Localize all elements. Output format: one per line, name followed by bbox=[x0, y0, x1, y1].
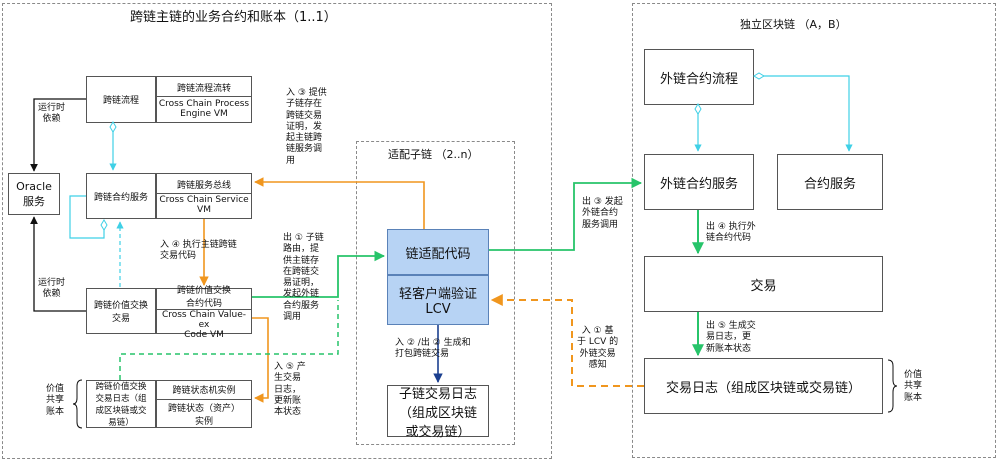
value-code-sub: Cross Chain Value-ex Code VM bbox=[161, 309, 247, 340]
ledger-brace-right bbox=[887, 359, 898, 413]
cross-chain-flow-engine-box: 跨链流程流转 Cross Chain Process Engine VM bbox=[156, 76, 252, 123]
contract-self-loop bbox=[69, 195, 105, 239]
external-flow-box: 外链合约流程 bbox=[644, 49, 754, 105]
cross-chain-flow-box: 跨链流程 bbox=[86, 76, 156, 123]
value-code-title: 跨链价值交换 合约代码 bbox=[157, 283, 251, 310]
lcv-box: 轻客户端验证 LCV bbox=[387, 275, 489, 325]
transaction-label: 交易 bbox=[750, 278, 777, 294]
adapter-title: 适配子链 （2..n） bbox=[388, 148, 479, 161]
out3-arrow bbox=[489, 177, 643, 251]
value-exchange-code-box: 跨链价值交换 合约代码 Cross Chain Value-ex Code VM bbox=[156, 286, 252, 340]
out5-label: 出 ⑤ 生成交 易日志，更 新账本状态 bbox=[706, 321, 756, 354]
service-bus-title: 跨链服务总线 bbox=[157, 176, 251, 194]
state-machine-sub: 跨链状态（资产） 实例 bbox=[167, 404, 240, 427]
ledger-dashed-link bbox=[119, 300, 339, 380]
cross-chain-contract-label: 跨链合约服务 bbox=[93, 192, 148, 203]
in5-label: 入 ⑤ 产 生交易 日志， 更新账 本状态 bbox=[274, 362, 306, 417]
main-chain-title: 跨链主链的业务合约和账本（1..1） bbox=[130, 10, 337, 25]
main-chain-region bbox=[2, 3, 552, 459]
runtime-dep-bottom-label: 运行时 依赖 bbox=[38, 278, 66, 300]
subchain-log-label: 子链交易日志 （组成区块链 或交易链） bbox=[398, 386, 477, 440]
cross-chain-flow-label: 跨链流程 bbox=[102, 96, 139, 106]
value-exchange-log-box: 跨链价值交换 交易日志（组 成区块链或交 易链） bbox=[86, 380, 156, 428]
external-service-label: 外链合约服务 bbox=[659, 176, 738, 192]
external-service-box: 外链合约服务 bbox=[644, 154, 754, 210]
value-ledger-right-label: 价值 共享 账本 bbox=[904, 370, 923, 403]
in3-label: 入 ③ 提供 子链存在 跨链交易 证明，发 起主链跨 链服务调 用 bbox=[286, 88, 327, 166]
runtime-dep-top-arrow bbox=[30, 98, 86, 172]
out4-label: 出 ④ 执行外 链合约代码 bbox=[706, 222, 756, 244]
state-machine-title: 跨链状态机实例 bbox=[157, 380, 251, 400]
state-machine-box: 跨链状态机实例 跨链状态（资产） 实例 bbox=[156, 380, 252, 428]
external-flow-label: 外链合约流程 bbox=[659, 71, 738, 87]
in2out2-label: 入 ② /出 ② 生成和 打包跨链交易 bbox=[395, 338, 471, 360]
ext-flow-to-contract-link bbox=[754, 75, 853, 152]
in5-arrow bbox=[252, 317, 269, 403]
value-ledger-label: 价值 共享 账本 bbox=[46, 384, 65, 417]
flow-engine-title: 跨链流程流转 bbox=[157, 79, 251, 97]
chain-adapter-code-label: 链适配代码 bbox=[405, 246, 471, 262]
oracle-service-box: Oracle 服务 bbox=[8, 173, 60, 215]
ledger-brace-left bbox=[72, 379, 83, 429]
transaction-box: 交易 bbox=[644, 256, 883, 312]
chain-adapter-code-box: 链适配代码 bbox=[387, 229, 489, 275]
oracle-label: Oracle 服务 bbox=[16, 179, 52, 208]
in4-label: 入 ④ 执行主链跨链 交易代码 bbox=[160, 240, 237, 262]
lcv-label: 轻客户端验证 LCV bbox=[398, 287, 477, 317]
independent-title: 独立区块链 （A，B） bbox=[740, 18, 847, 31]
runtime-dep-top-label: 运行时 依赖 bbox=[38, 103, 66, 125]
value-exchange-log-label: 跨链价值交换 交易日志（组 成区块链或交 易链） bbox=[95, 382, 147, 428]
tx-log-box: 交易日志（组成区块链或交易链） bbox=[644, 358, 883, 414]
tx-log-label: 交易日志（组成区块链或交易链） bbox=[665, 380, 861, 396]
subchain-log-box: 子链交易日志 （组成区块链 或交易链） bbox=[387, 385, 489, 440]
flow-engine-sub: Cross Chain Process Engine VM bbox=[158, 98, 250, 119]
value-exchange-tx-box: 跨链价值交换 交易 bbox=[86, 288, 156, 334]
adapter-region bbox=[356, 141, 515, 445]
out1-arrow bbox=[252, 250, 386, 298]
in1-label: 入 ① 基 于 LCV 的 外链交易 感知 bbox=[577, 326, 619, 370]
cross-chain-service-bus-box: 跨链服务总线 Cross Chain Service VM bbox=[156, 173, 252, 219]
cross-chain-contract-box: 跨链合约服务 bbox=[86, 173, 156, 219]
contract-service-box: 合约服务 bbox=[777, 154, 883, 210]
value-exchange-tx-label: 跨链价值交换 交易 bbox=[93, 301, 148, 324]
in3-arrow bbox=[254, 177, 425, 229]
service-bus-sub: Cross Chain Service VM bbox=[159, 195, 249, 215]
out3-label: 出 ③ 发起 外链合约 服务调用 bbox=[582, 197, 623, 230]
runtime-dep-bottom-arrow bbox=[30, 216, 86, 312]
contract-service-label: 合约服务 bbox=[803, 176, 856, 192]
out1-label: 出 ① 子链 路由，提 供主链存 在跨链交 易证明， 发起外链 合约服务 调用 bbox=[283, 233, 324, 322]
in1-dashed-arrow bbox=[490, 294, 644, 387]
independent-region bbox=[632, 3, 996, 458]
